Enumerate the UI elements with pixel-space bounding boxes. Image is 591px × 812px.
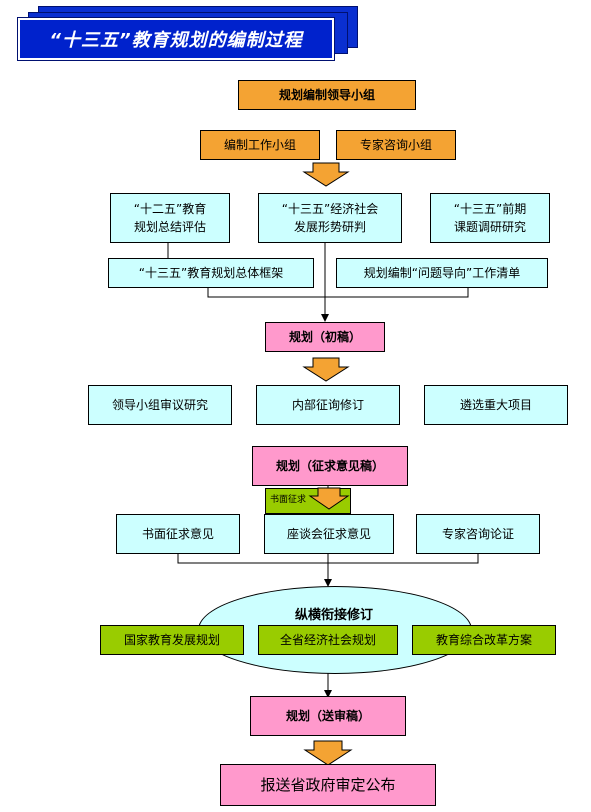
- review-12th-box: “十二五”教育 规划总结评估: [110, 193, 230, 243]
- select-projects-box: 遴选重大项目: [424, 385, 568, 425]
- topics-13th-box: “十三五”前期 课题调研研究: [430, 193, 550, 243]
- problem-list-box: 规划编制“问题导向”工作清单: [336, 258, 548, 288]
- cross-revision-label: 纵横衔接修订: [294, 608, 373, 623]
- national-plan-box: 国家教育发展规划: [100, 625, 244, 655]
- work-group-box: 编制工作小组: [200, 130, 320, 160]
- final-submit-box: 报送省政府审定公布: [220, 764, 436, 806]
- internal-revise-box: 内部征询修订: [256, 385, 400, 425]
- draft-initial-box: 规划（初稿）: [265, 322, 385, 352]
- provincial-plan-box: 全省经济社会规划: [258, 625, 398, 655]
- leading-group-box: 规划编制领导小组: [238, 80, 416, 110]
- situation-13th-box: “十三五”经济社会 发展形势研判: [258, 193, 402, 243]
- draft-submission-box: 规划（送审稿）: [250, 696, 406, 736]
- reform-plan-box: 教育综合改革方案: [412, 625, 556, 655]
- leader-review-box: 领导小组审议研究: [88, 385, 232, 425]
- page-title: “十三五”教育规划的编制过程: [18, 18, 334, 60]
- written-opinion-box: 书面征求意见: [116, 514, 240, 554]
- expert-review-box: 专家咨询论证: [416, 514, 540, 554]
- forum-opinion-box: 座谈会征求意见: [264, 514, 394, 554]
- draft-consultation-box: 规划（征求意见稿）: [252, 446, 408, 486]
- expert-group-box: 专家咨询小组: [336, 130, 456, 160]
- framework-box: “十三五”教育规划总体框架: [108, 258, 314, 288]
